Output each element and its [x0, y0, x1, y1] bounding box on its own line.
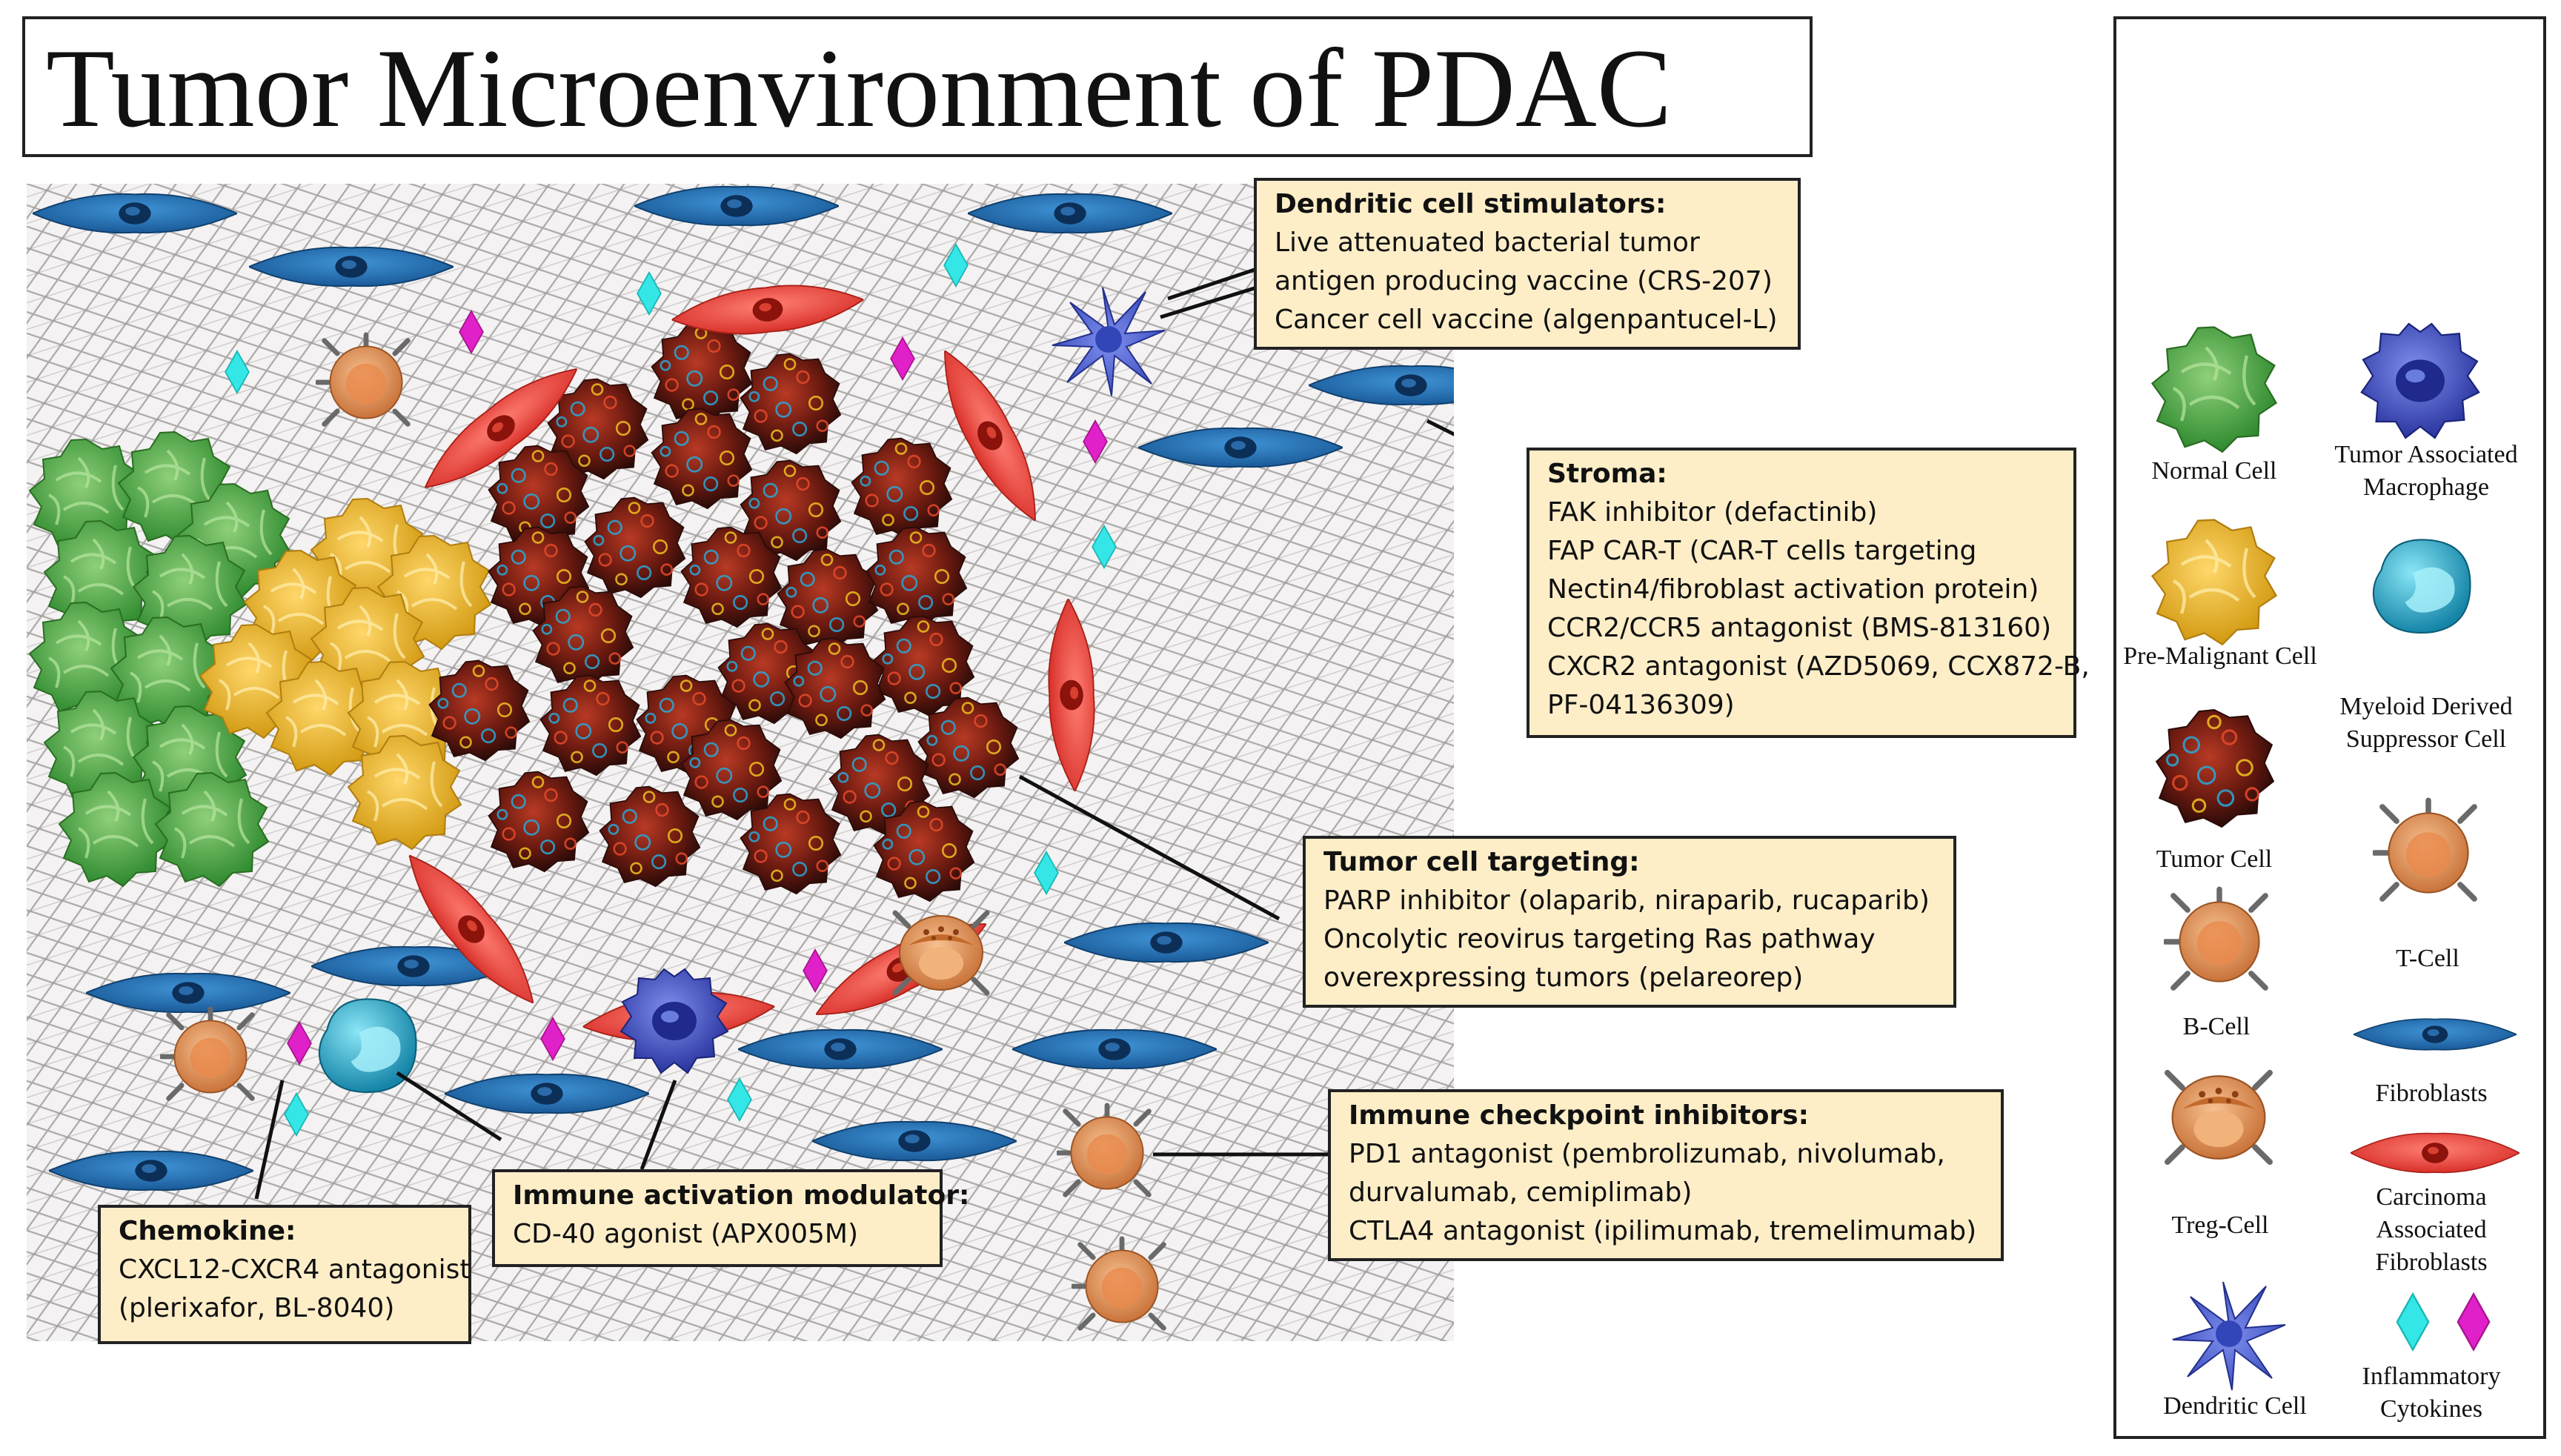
legend-b-cell: B-Cell — [2182, 1013, 2251, 1040]
legend-normal-cell: Normal Cell — [2151, 457, 2277, 485]
legend-caf-line2: Associated — [2376, 1216, 2487, 1243]
legend-panel: Normal Cell Tumor Associated Macrophage … — [2113, 16, 2546, 1439]
legend-cytokines-line1: Inflammatory — [2362, 1363, 2501, 1390]
checkpoint-line: durvalumab, cemiplimab) — [1349, 1177, 1693, 1208]
legend-treg-cell: Treg-Cell — [2171, 1211, 2269, 1239]
stroma-line: FAK inhibitor (defactinib) — [1547, 497, 1878, 528]
stroma-heading: Stroma: — [1547, 459, 1667, 489]
legend-dendritic-cell: Dendritic Cell — [2163, 1392, 2307, 1420]
figure-title: Tumor Microenvironment of PDAC — [46, 26, 1673, 150]
leader-lines — [254, 267, 1454, 1200]
title-box: Tumor Microenvironment of PDAC — [22, 16, 1813, 157]
chemokine-line: CXCL12-CXCR4 antagonist — [119, 1254, 471, 1285]
legend-mdsc-line1: Myeloid Derived — [2339, 693, 2513, 720]
checkpoint-line: PD1 antagonist (pembrolizumab, nivolumab… — [1349, 1139, 1945, 1169]
legend-tumor-cell: Tumor Cell — [2156, 845, 2273, 873]
treg-cell — [895, 913, 987, 993]
immune-activation-box: Immune activation modulator: CD-40 agoni… — [492, 1169, 970, 1267]
dendritic-cell-icon — [2172, 1281, 2286, 1391]
macrophage-icon — [2360, 322, 2480, 439]
dendritic-stimulators-heading: Dendritic cell stimulators: — [1275, 189, 1667, 219]
legend-t-cell: T-Cell — [2396, 945, 2459, 972]
microenvironment-illustration — [27, 184, 1454, 1341]
checkpoint-inhibitors-heading: Immune checkpoint inhibitors: — [1349, 1100, 1810, 1131]
caf-icon — [2351, 1132, 2520, 1174]
normal-cell-icon — [2149, 323, 2279, 453]
stroma-line: FAP CAR-T (CAR-T cells targeting — [1547, 536, 1977, 566]
checkpoint-inhibitors-box: Immune checkpoint inhibitors: PD1 antago… — [1328, 1089, 2004, 1261]
myeloid-derived-suppressor-cell — [318, 998, 417, 1094]
stroma-box: Stroma: FAK inhibitor (defactinib) FAP C… — [1527, 448, 2090, 738]
premalignant-cell-icon — [2149, 516, 2279, 646]
b-cell-icon — [2164, 886, 2275, 997]
tumor-targeting-box: Tumor cell targeting: PARP inhibitor (ol… — [1303, 836, 1956, 1008]
fibroblast-icon — [2354, 1018, 2517, 1051]
stroma-line: Nectin4/fibroblast activation protein) — [1547, 574, 2039, 605]
checkpoint-line: CTLA4 antagonist (ipilimumab, tremelimum… — [1349, 1216, 1977, 1246]
dendritic-stimulators-box: Dendritic cell stimulators: Live attenua… — [1254, 178, 1801, 350]
tumor-targeting-line: overexpressing tumors (pelareorep) — [1323, 963, 1804, 993]
legend-tam-line2: Macrophage — [2363, 473, 2489, 501]
chemokine-line: (plerixafor, BL-8040) — [119, 1293, 395, 1323]
tumor-targeting-heading: Tumor cell targeting: — [1323, 847, 1640, 877]
legend-mdsc-line2: Suppressor Cell — [2345, 725, 2507, 753]
cyan-diamond-icon — [2396, 1293, 2430, 1351]
stroma-line: CCR2/CCR5 antagonist (BMS-813160) — [1547, 613, 2052, 643]
legend-cytokines-line2: Cytokines — [2380, 1395, 2482, 1423]
legend-caf-line3: Fibroblasts — [2375, 1249, 2488, 1276]
legend-caf-line1: Carcinoma — [2376, 1183, 2487, 1211]
tumor-targeting-line: PARP inhibitor (olaparib, niraparib, ruc… — [1323, 885, 1930, 916]
chemokine-heading: Chemokine: — [119, 1216, 296, 1246]
tumor-targeting-line: Oncolytic reovirus targeting Ras pathway — [1323, 924, 1876, 954]
stroma-line: PF-04136309) — [1547, 690, 1735, 720]
t-cell-icon — [2373, 797, 2484, 908]
dendritic-line: Cancer cell vaccine (algenpantucel-L) — [1275, 305, 1778, 335]
dendritic-line: antigen producing vaccine (CRS-207) — [1275, 266, 1773, 296]
mdsc-icon — [2372, 539, 2471, 634]
tumor-cell-icon — [2155, 708, 2275, 828]
magenta-diamond-icon — [2457, 1293, 2491, 1351]
immune-activation-line: CD-40 agonist (APX005M) — [513, 1219, 859, 1249]
immune-activation-heading: Immune activation modulator: — [513, 1180, 970, 1211]
treg-cell-icon — [2161, 1060, 2276, 1175]
stroma-line: CXCR2 antagonist (AZD5069, CCX872-B, — [1547, 651, 2090, 682]
dendritic-line: Live attenuated bacterial tumor — [1275, 227, 1700, 258]
legend-tam-line1: Tumor Associated — [2334, 441, 2518, 468]
legend-fibroblasts: Fibroblasts — [2375, 1080, 2488, 1107]
legend-premalignant: Pre-Malignant Cell — [2123, 642, 2317, 670]
chemokine-box: Chemokine: CXCL12-CXCR4 antagonist (pler… — [98, 1205, 471, 1344]
